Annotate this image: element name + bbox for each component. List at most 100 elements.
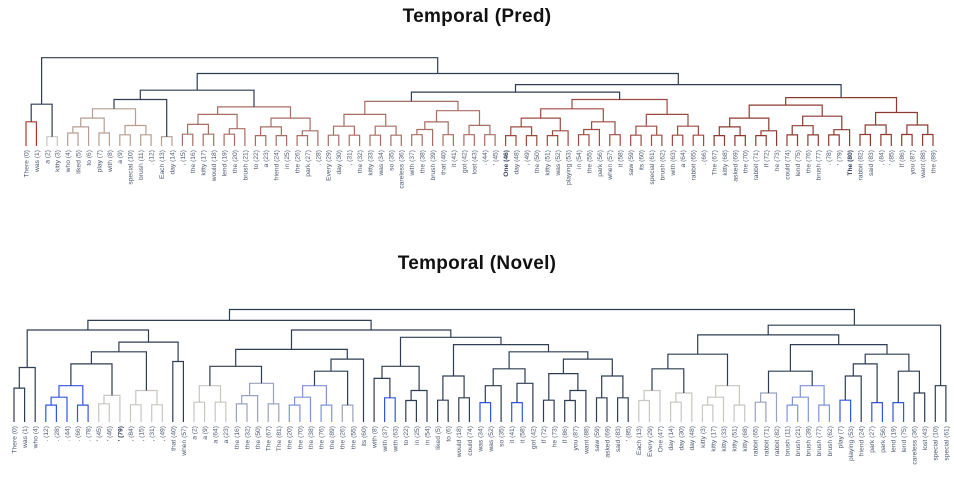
leaf-label: . (28) [315,150,322,166]
leaf-label: lend (19) [890,426,897,452]
leaf-label: friend (24) [859,426,866,456]
leaf-label: so (35) [388,150,395,171]
dendrogram-link [458,397,470,422]
leaf-label: . (78) [826,150,833,166]
dendrogram-link [670,401,682,422]
leaf-label: . (66) [701,150,708,166]
leaf-label: playing (53) [848,426,855,461]
dendrogram-link [98,403,110,422]
leaf-label: with (8) [372,426,379,449]
dendrogram-link [228,128,246,146]
dendrogram-link [50,396,68,422]
leaf-label: the (89) [930,150,937,173]
dendrogram-link [667,353,729,386]
dendrogram-link [864,353,910,372]
leaf-label: brush (11) [138,150,145,180]
leaf-label: , (84) [128,426,135,442]
leaf-label: lend (75) [901,426,908,452]
leaf-label: the (20) [232,150,239,173]
dendrogram-link [249,382,275,404]
chart-title-pred: Temporal (Pred) [402,6,552,27]
leaf-label: it (41) [451,150,458,167]
dendrogram-link [135,389,158,405]
dendrogram-link [601,375,624,398]
leaf-label: was (52) [488,426,495,453]
leaf-label: day (48) [513,150,520,175]
dendrogram-link [91,108,137,126]
dendrogram-link [223,133,236,146]
dendrogram-link [72,126,90,146]
dendrogram-link [799,385,825,406]
dendrogram-link [288,404,301,422]
leaf-label: liked (5) [435,426,442,450]
leaf-label: park (56) [597,150,604,177]
dendrogram-link [525,135,538,146]
dendrogram-link [922,133,934,146]
leaf-label: could (74) [784,150,791,180]
leaf-label: the (16) [234,426,241,449]
dendrogram-link [275,135,288,146]
dendrogram-link [228,308,855,326]
dendrogram-link [181,133,194,146]
leaf-label: kitty (51) [545,150,552,176]
leaf-label: the (26) [340,426,347,449]
dendrogram-link [510,126,533,136]
leaf-label: Each (13) [159,150,166,179]
leaf-label: kitty (68) [722,150,729,176]
leaf-label: you (87) [910,150,917,175]
leaf-label: rabbit (71) [763,426,770,456]
leaf-label: ' (79) [837,150,844,165]
dendrogram-link [540,108,604,122]
dendrogram-link [119,134,131,146]
dendrogram-link [13,387,26,422]
leaf-label: brush (62) [827,426,834,456]
leaf-label: , (31) [347,150,354,166]
dendrogram-link [46,136,58,146]
leaf-label: brush (39) [806,426,813,456]
dendrogram-link [437,399,449,422]
leaf-label: could (74) [467,426,474,456]
leaf-label: in (54) [576,150,583,169]
dendrogram-link [80,117,105,133]
dendrogram-link [789,344,888,372]
leaf-label: ' (79) [117,426,124,441]
leaf-label: kitty (3) [55,150,62,172]
leaf-label: playing (53) [566,150,573,185]
dendrogram-link [452,344,550,376]
dendrogram-link [214,401,227,422]
leaf-label: . (44) [64,426,71,442]
leaf-label: its (60) [639,150,646,170]
dendrogram-link [548,373,579,401]
dendrogram-link [833,129,851,146]
dendrogram-link [617,397,629,422]
dendrogram-link [718,126,741,136]
leaf-label: a (64) [213,426,220,443]
leaf-label: that (40) [440,150,447,175]
dendrogram-link [70,363,113,396]
dendrogram-link [369,134,382,146]
dendrogram-link [197,113,238,129]
dendrogram-link [701,404,714,422]
dendrogram-link [399,336,502,367]
dendrogram-link [468,124,491,135]
dendrogram-link [760,392,778,422]
dendrogram-link [880,133,892,146]
leaf-label: that (40) [170,426,177,451]
dendrogram-link [871,402,883,422]
leaf-label: day (30) [336,150,343,175]
dendrogram-link [442,134,454,146]
dendrogram-link [98,132,110,146]
leaf-label: . (78) [86,426,93,442]
dendrogram-link [791,396,809,422]
dendrogram-link [435,110,481,126]
leaf-label: got (42) [461,150,468,173]
leaf-label: , (84) [878,150,885,166]
leaf-label: got (42) [530,426,537,449]
leaf-label: it (58) [520,426,527,443]
dendrogram-link [217,106,292,119]
leaf-label: the (50) [255,426,262,449]
leaf-label: The (67) [266,426,273,451]
leaf-label: brush (77) [816,150,823,180]
dendrogram-link [373,377,391,422]
